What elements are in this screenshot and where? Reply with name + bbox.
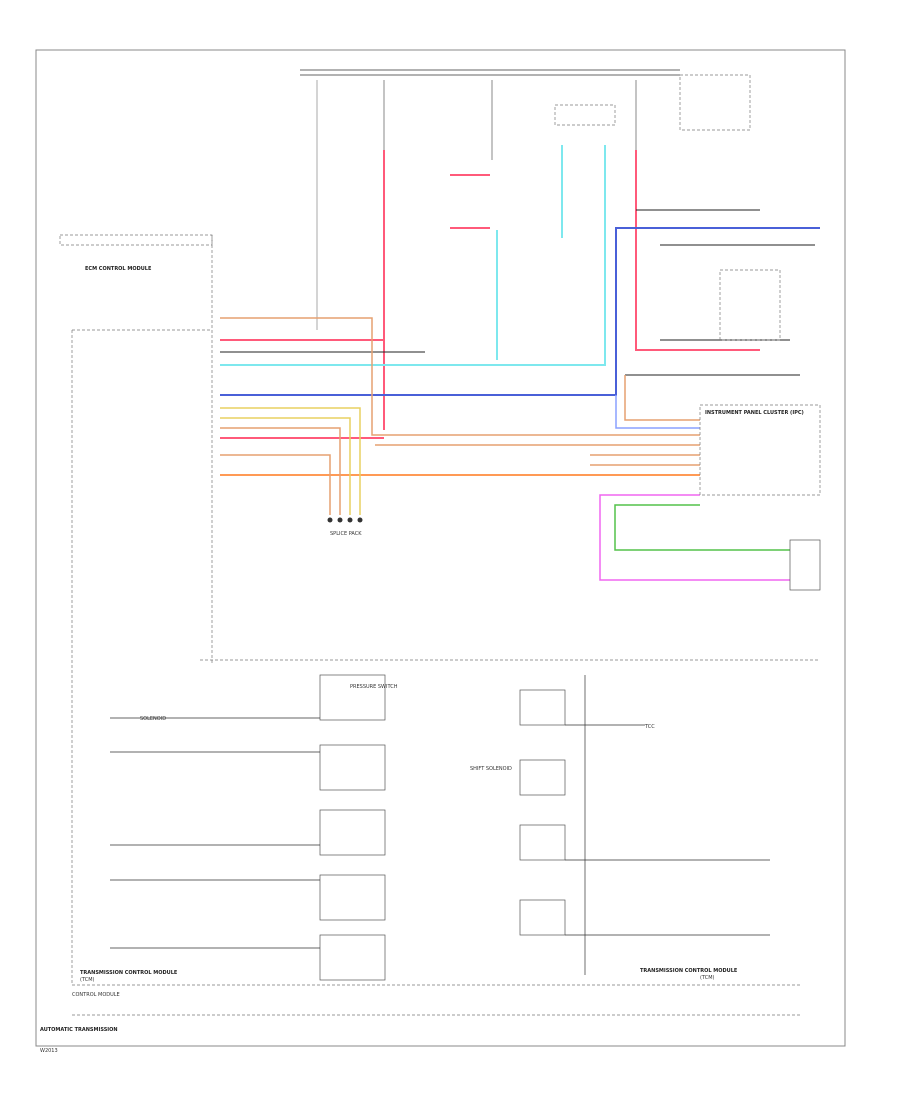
splice-pack-label: SPLICE PACK xyxy=(330,531,362,537)
pressure-switch-label: PRESSURE SWITCH xyxy=(350,684,398,690)
top-feed-wires xyxy=(316,80,637,330)
lower-left-solenoids: PRESSURE SWITCH SOLENOID xyxy=(110,674,398,981)
diagram-frame xyxy=(35,49,846,1047)
black-wires xyxy=(220,209,815,376)
green-wire xyxy=(614,504,790,551)
tan-yellow-bus xyxy=(220,407,700,515)
ecm-connector: ECM CONTROL MODULE xyxy=(59,234,213,985)
ecm-label-bottom: CONTROL MODULE xyxy=(72,992,120,998)
tcc-label: TCC xyxy=(644,724,655,730)
tcm-label-right: TRANSMISSION CONTROL MODULE xyxy=(640,968,738,974)
tcm-label-left-sub: (TCM) xyxy=(80,977,95,983)
red-wire xyxy=(220,150,760,439)
shift-solenoid-label: SHIFT SOLENOID xyxy=(470,766,512,772)
instrument-cluster-label: INSTRUMENT PANEL CLUSTER (IPC) xyxy=(705,410,804,416)
tcm-label-right-sub: (TCM) xyxy=(700,975,715,981)
splice-pack: SPLICE PACK xyxy=(327,517,363,537)
top-power-header xyxy=(300,69,751,131)
cyan-wire xyxy=(220,145,606,366)
lower-right-solenoids: SHIFT SOLENOID TCC xyxy=(470,675,770,975)
footer-code: W2013 xyxy=(40,1048,58,1054)
instrument-cluster: INSTRUMENT PANEL CLUSTER (IPC) xyxy=(699,269,821,591)
solenoid-label: SOLENOID xyxy=(140,716,166,722)
footer-title: AUTOMATIC TRANSMISSION xyxy=(40,1027,118,1033)
magenta-wire xyxy=(599,494,790,581)
tcm-label-left: TRANSMISSION CONTROL MODULE xyxy=(80,970,178,976)
blue-wire xyxy=(220,227,820,429)
ecm-label-top: ECM CONTROL MODULE xyxy=(85,266,152,272)
orange-wire xyxy=(220,317,700,476)
